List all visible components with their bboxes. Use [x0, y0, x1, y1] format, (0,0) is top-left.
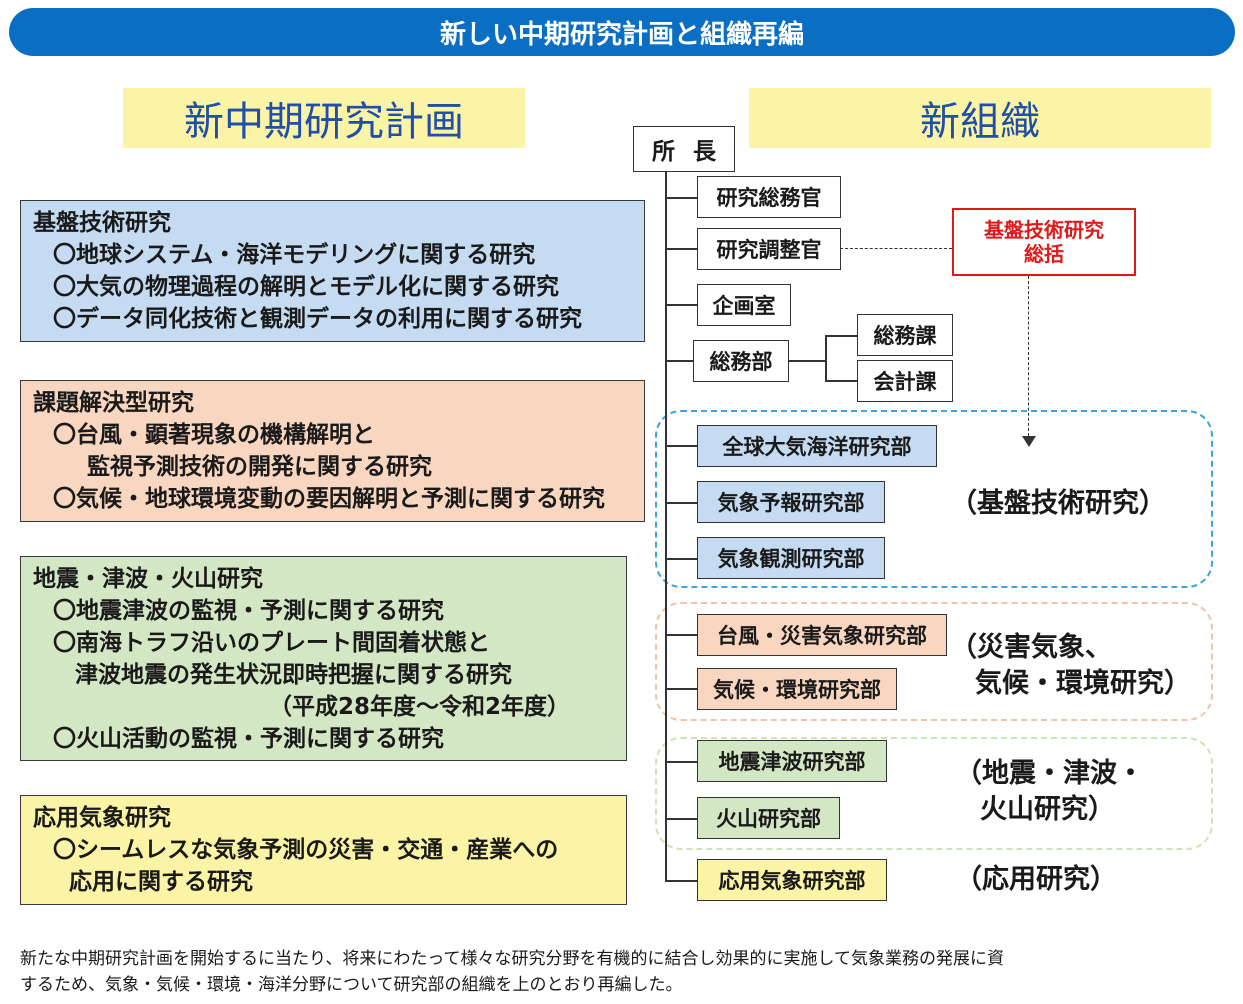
- connector-typhoon: [665, 634, 697, 636]
- plan-quake-research: 地震・津波・火山研究 〇地震津波の監視・予測に関する研究 〇南海トラフ沿いのプレ…: [20, 556, 627, 761]
- supervision-dashed-link: [840, 248, 952, 249]
- connector-forecast: [665, 502, 697, 504]
- plan-basic-item-1: 〇地球システム・海洋モデリングに関する研究: [53, 242, 536, 268]
- connector-research-admin: [665, 197, 697, 199]
- footer-line-1: 新たな中期研究計画を開始するに当たり、将来にわたって様々な研究分野を有機的に結合…: [20, 949, 1004, 969]
- plan-issue-item-1: 〇台風・顕著現象の機構解明と: [53, 422, 375, 448]
- plan-basic-item-3: 〇データ同化技術と観測データの利用に関する研究: [53, 306, 582, 332]
- org-basic-research-supervision: 基盤技術研究 総括: [952, 208, 1136, 276]
- footer-line-2: するため、気象・気候・環境・海洋分野について研究部の組織を上のとおり再編した。: [20, 975, 683, 995]
- org-accounting-section: 会計課: [857, 360, 953, 402]
- title-banner: 新しい中期研究計画と組織再編: [9, 8, 1235, 56]
- connector-applied: [665, 880, 697, 882]
- category-basic: （基盤技術研究）: [950, 488, 1166, 519]
- plan-basic-research: 基盤技術研究 〇地球システム・海洋モデリングに関する研究 〇大気の物理過程の解明…: [20, 200, 645, 342]
- plan-quake-item-2-period: （平成28年度～令和2年度）: [269, 694, 571, 720]
- plan-applied-research: 応用気象研究 〇シームレスな気象予測の災害・交通・産業への 応用に関する研究: [20, 795, 627, 905]
- connector-seismology: [665, 761, 697, 763]
- org-weather-forecast: 気象予報研究部: [697, 481, 885, 523]
- connector-ga-branch: [789, 360, 827, 362]
- plan-applied-title: 応用気象研究: [33, 805, 171, 831]
- plan-quake-item-2: 〇南海トラフ沿いのプレート間固着状態と: [53, 630, 490, 656]
- plan-issue-title: 課題解決型研究: [33, 390, 194, 416]
- org-research-admin: 研究総務官: [697, 176, 841, 218]
- plan-issue-item-2: 〇気候・地球環境変動の要因解明と予測に関する研究: [53, 486, 605, 512]
- org-general-affairs: 総務部: [693, 340, 789, 382]
- supervision-dashed-arrow-line: [1028, 276, 1029, 436]
- org-planning-office: 企画室: [697, 284, 791, 326]
- org-volcano: 火山研究部: [697, 797, 840, 839]
- footer-description: 新たな中期研究計画を開始するに当たり、将来にわたって様々な研究分野を有機的に結合…: [20, 946, 1225, 998]
- org-director: 所長: [633, 126, 735, 172]
- group-basic-research: [655, 410, 1213, 588]
- org-global-atmos-ocean: 全球大気海洋研究部: [697, 425, 937, 467]
- org-trunk-line: [665, 172, 667, 882]
- org-seismology-tsunami: 地震津波研究部: [697, 740, 887, 782]
- plan-quake-item-2-cont: 津波地震の発生状況即時把握に関する研究: [75, 662, 512, 688]
- plan-basic-item-2: 〇大気の物理過程の解明とモデル化に関する研究: [53, 274, 559, 300]
- connector-research-coord: [665, 248, 697, 250]
- org-research-coord: 研究調整官: [697, 228, 841, 270]
- connector-global: [665, 445, 697, 447]
- supervision-line-2: 総括: [1024, 242, 1064, 266]
- connector-ga-vertical: [825, 335, 827, 381]
- category-applied: （応用研究）: [955, 864, 1117, 895]
- connector-volcano: [665, 818, 697, 820]
- org-heading: 新組織: [749, 88, 1211, 148]
- connector-general-section: [825, 335, 857, 337]
- org-climate-env: 気候・環境研究部: [697, 668, 897, 710]
- plan-basic-title: 基盤技術研究: [33, 210, 171, 236]
- connector-climate: [665, 688, 697, 690]
- category-quake-line-2: 火山研究）: [980, 794, 1115, 825]
- plan-quake-title: 地震・津波・火山研究: [33, 566, 263, 592]
- plan-issue-item-1-cont: 監視予測技術の開発に関する研究: [87, 454, 432, 480]
- connector-general-affairs: [665, 360, 693, 362]
- arrow-down-icon: [1022, 436, 1036, 447]
- connector-observation: [665, 558, 697, 560]
- supervision-line-1: 基盤技術研究: [984, 218, 1104, 242]
- org-typhoon-disaster: 台風・災害気象研究部: [697, 614, 947, 656]
- plan-applied-item-1-cont: 応用に関する研究: [69, 869, 253, 895]
- connector-accounting: [825, 380, 857, 382]
- plan-heading: 新中期研究計画: [123, 88, 525, 148]
- org-general-section: 総務課: [857, 314, 953, 356]
- plan-quake-item-3: 〇火山活動の監視・予測に関する研究: [53, 726, 444, 752]
- group-quake-research: [655, 737, 1213, 850]
- org-observation: 気象観測研究部: [697, 537, 885, 579]
- plan-quake-item-1: 〇地震津波の監視・予測に関する研究: [53, 598, 444, 624]
- plan-issue-research: 課題解決型研究 〇台風・顕著現象の機構解明と 監視予測技術の開発に関する研究 〇…: [20, 380, 645, 522]
- group-disaster-research: [655, 602, 1213, 721]
- category-quake-line-1: （地震・津波・: [955, 758, 1144, 789]
- org-applied-met: 応用気象研究部: [697, 859, 887, 901]
- connector-planning: [665, 304, 697, 306]
- category-disaster-line-2: 気候・環境研究）: [975, 668, 1191, 699]
- category-disaster-line-1: （災害気象、: [950, 632, 1112, 663]
- plan-applied-item-1: 〇シームレスな気象予測の災害・交通・産業への: [53, 837, 559, 863]
